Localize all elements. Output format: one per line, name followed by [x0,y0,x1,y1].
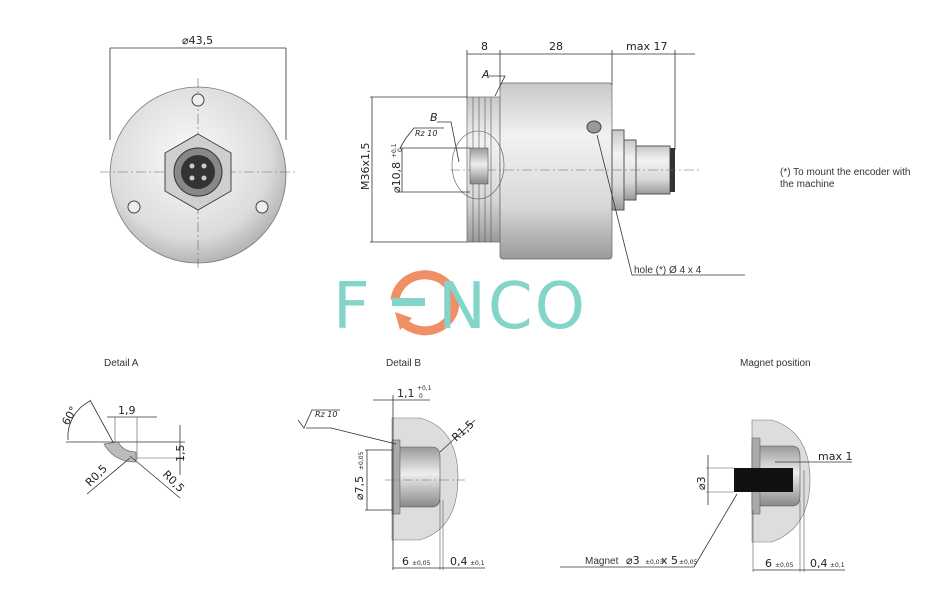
fenco-watermark-logo: F NCO [333,270,587,344]
dim-body: 28 [549,40,563,53]
depth-label: 1,5 [174,445,187,463]
bore-label: ⌀10,8 [390,162,403,193]
svg-text:±0,05: ±0,05 [679,559,698,566]
magnet [734,468,793,492]
magnet-position-title: Magnet position [740,358,811,369]
svg-text:±0,05: ±0,05 [412,560,431,567]
magnet-position: Magnet position max 1 ⌀3 Magnet ⌀3 ±0,03… [560,358,852,572]
svg-text:+0,1: +0,1 [391,143,398,158]
svg-text:0: 0 [397,148,404,152]
svg-text:±0,05: ±0,05 [358,451,365,470]
detail-a: Detail A 60° 1,9 1,5 R0,5 R0,5 [59,358,187,499]
depth-b-label: 6 [402,555,409,568]
front-diameter-label: ⌀43,5 [182,34,213,47]
roughness-symbol: Rz 10 [415,129,437,138]
svg-text:+0,1: +0,1 [417,385,432,392]
magnet-diameter-label: ⌀3 [695,476,708,490]
roughness-symbol-b: Rz 10 [315,410,337,419]
radius-right-label: R0,5 [160,468,187,495]
radius-left-label: R0,5 [83,462,110,489]
wall-m-label: 0,4 [810,557,828,570]
svg-text:F: F [333,270,372,344]
svg-text:0: 0 [419,393,423,400]
m12-connector-icon [181,155,215,189]
detail-a-ref: A [481,68,490,81]
wall-b-label: 0,4 [450,555,468,568]
screw-icon [191,93,205,107]
dim-connector: max 17 [626,40,667,53]
side-view: 8 28 max 17 M36x1,5 ⌀10,8 +0,1 0 Rz 10 B… [359,40,745,276]
lip-label: 1,1 [397,387,415,400]
detail-b-ref: B [430,111,438,124]
svg-text:x: x [661,554,668,567]
svg-text:±0,1: ±0,1 [830,562,845,569]
width-label: 1,9 [118,404,136,417]
svg-text:±0,05: ±0,05 [775,562,794,569]
max-gap-label: max 1 [818,450,852,463]
magnet-label: Magnet [585,556,619,567]
mount-note-line1: (*) To mount the encoder with [780,167,910,178]
screw-icon [255,200,269,214]
angle-label: 60° [59,404,80,427]
encoder-body [499,82,613,260]
screw-icon [127,200,141,214]
hole-note: hole (*) Ø 4 x 4 [634,265,702,276]
bore-b-label: ⌀7,5 [353,476,366,500]
thread-label: M36x1,5 [359,143,372,191]
svg-text:±0,1: ±0,1 [470,560,485,567]
front-view: ⌀43,5 [100,34,296,270]
detail-a-title: Detail A [104,358,139,369]
dim-flange: 8 [481,40,488,53]
mounting-hole [586,120,602,134]
mount-note-line2: the machine [780,179,835,190]
svg-text:5: 5 [671,554,678,567]
svg-text:NCO: NCO [438,270,587,344]
detail-b-title: Detail B [386,358,421,369]
svg-text:±0,03: ±0,03 [645,559,664,566]
depth-m-label: 6 [765,557,772,570]
detail-b: Detail B 1,1 +0,1 0 Rz 10 R1,5 ⌀7,5 ±0,0… [297,358,485,570]
svg-text:⌀3: ⌀3 [626,554,640,567]
